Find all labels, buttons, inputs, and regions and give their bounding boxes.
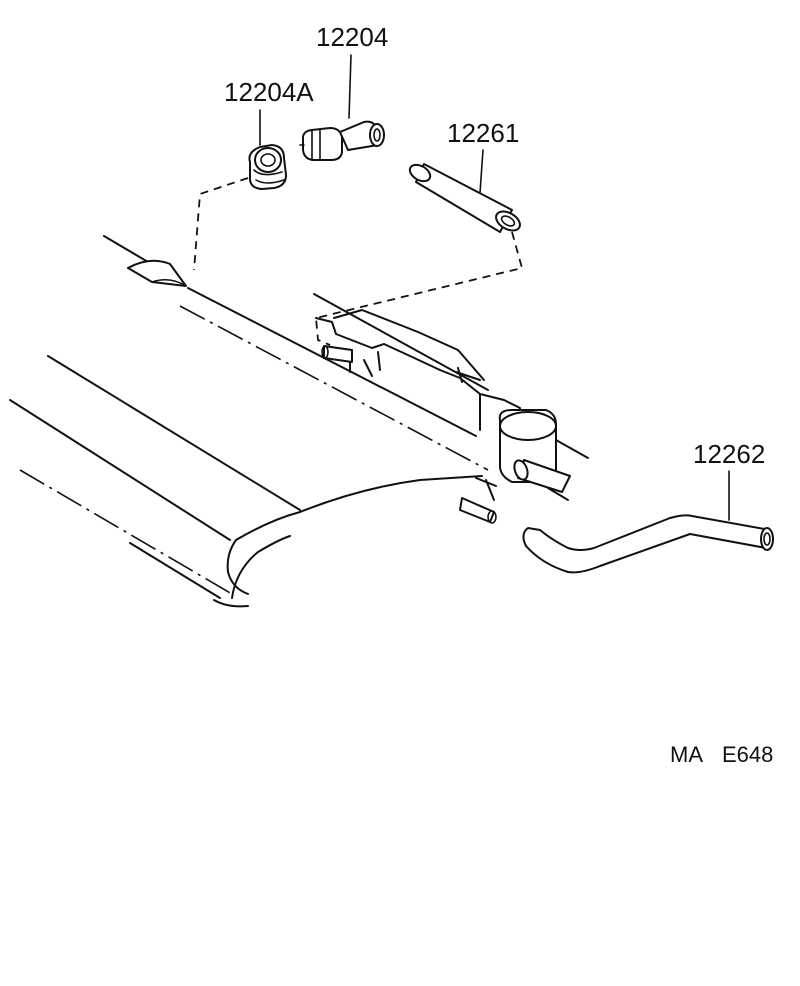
callout-12204a: 12204A	[224, 77, 314, 107]
path-grommet-to-cover	[193, 177, 249, 271]
grommet-12204a	[248, 144, 287, 190]
pcv-valve-12204	[299, 120, 385, 161]
assembly-paths	[193, 177, 524, 346]
cylinder-head-cover	[9, 235, 589, 608]
callout-12204: 12204	[316, 22, 388, 52]
callout-12262: 12262	[693, 439, 765, 469]
path-hose-to-port	[315, 231, 524, 346]
diagram-code-prefix: MA	[670, 742, 703, 767]
callout-12261: 12261	[447, 118, 519, 148]
leader-12204	[348, 54, 352, 119]
leader-lines	[259, 54, 730, 521]
hose-12262	[522, 514, 774, 574]
diagram-code-number: E648	[722, 742, 773, 767]
hose-12261	[408, 163, 521, 233]
leader-12261	[479, 149, 484, 194]
